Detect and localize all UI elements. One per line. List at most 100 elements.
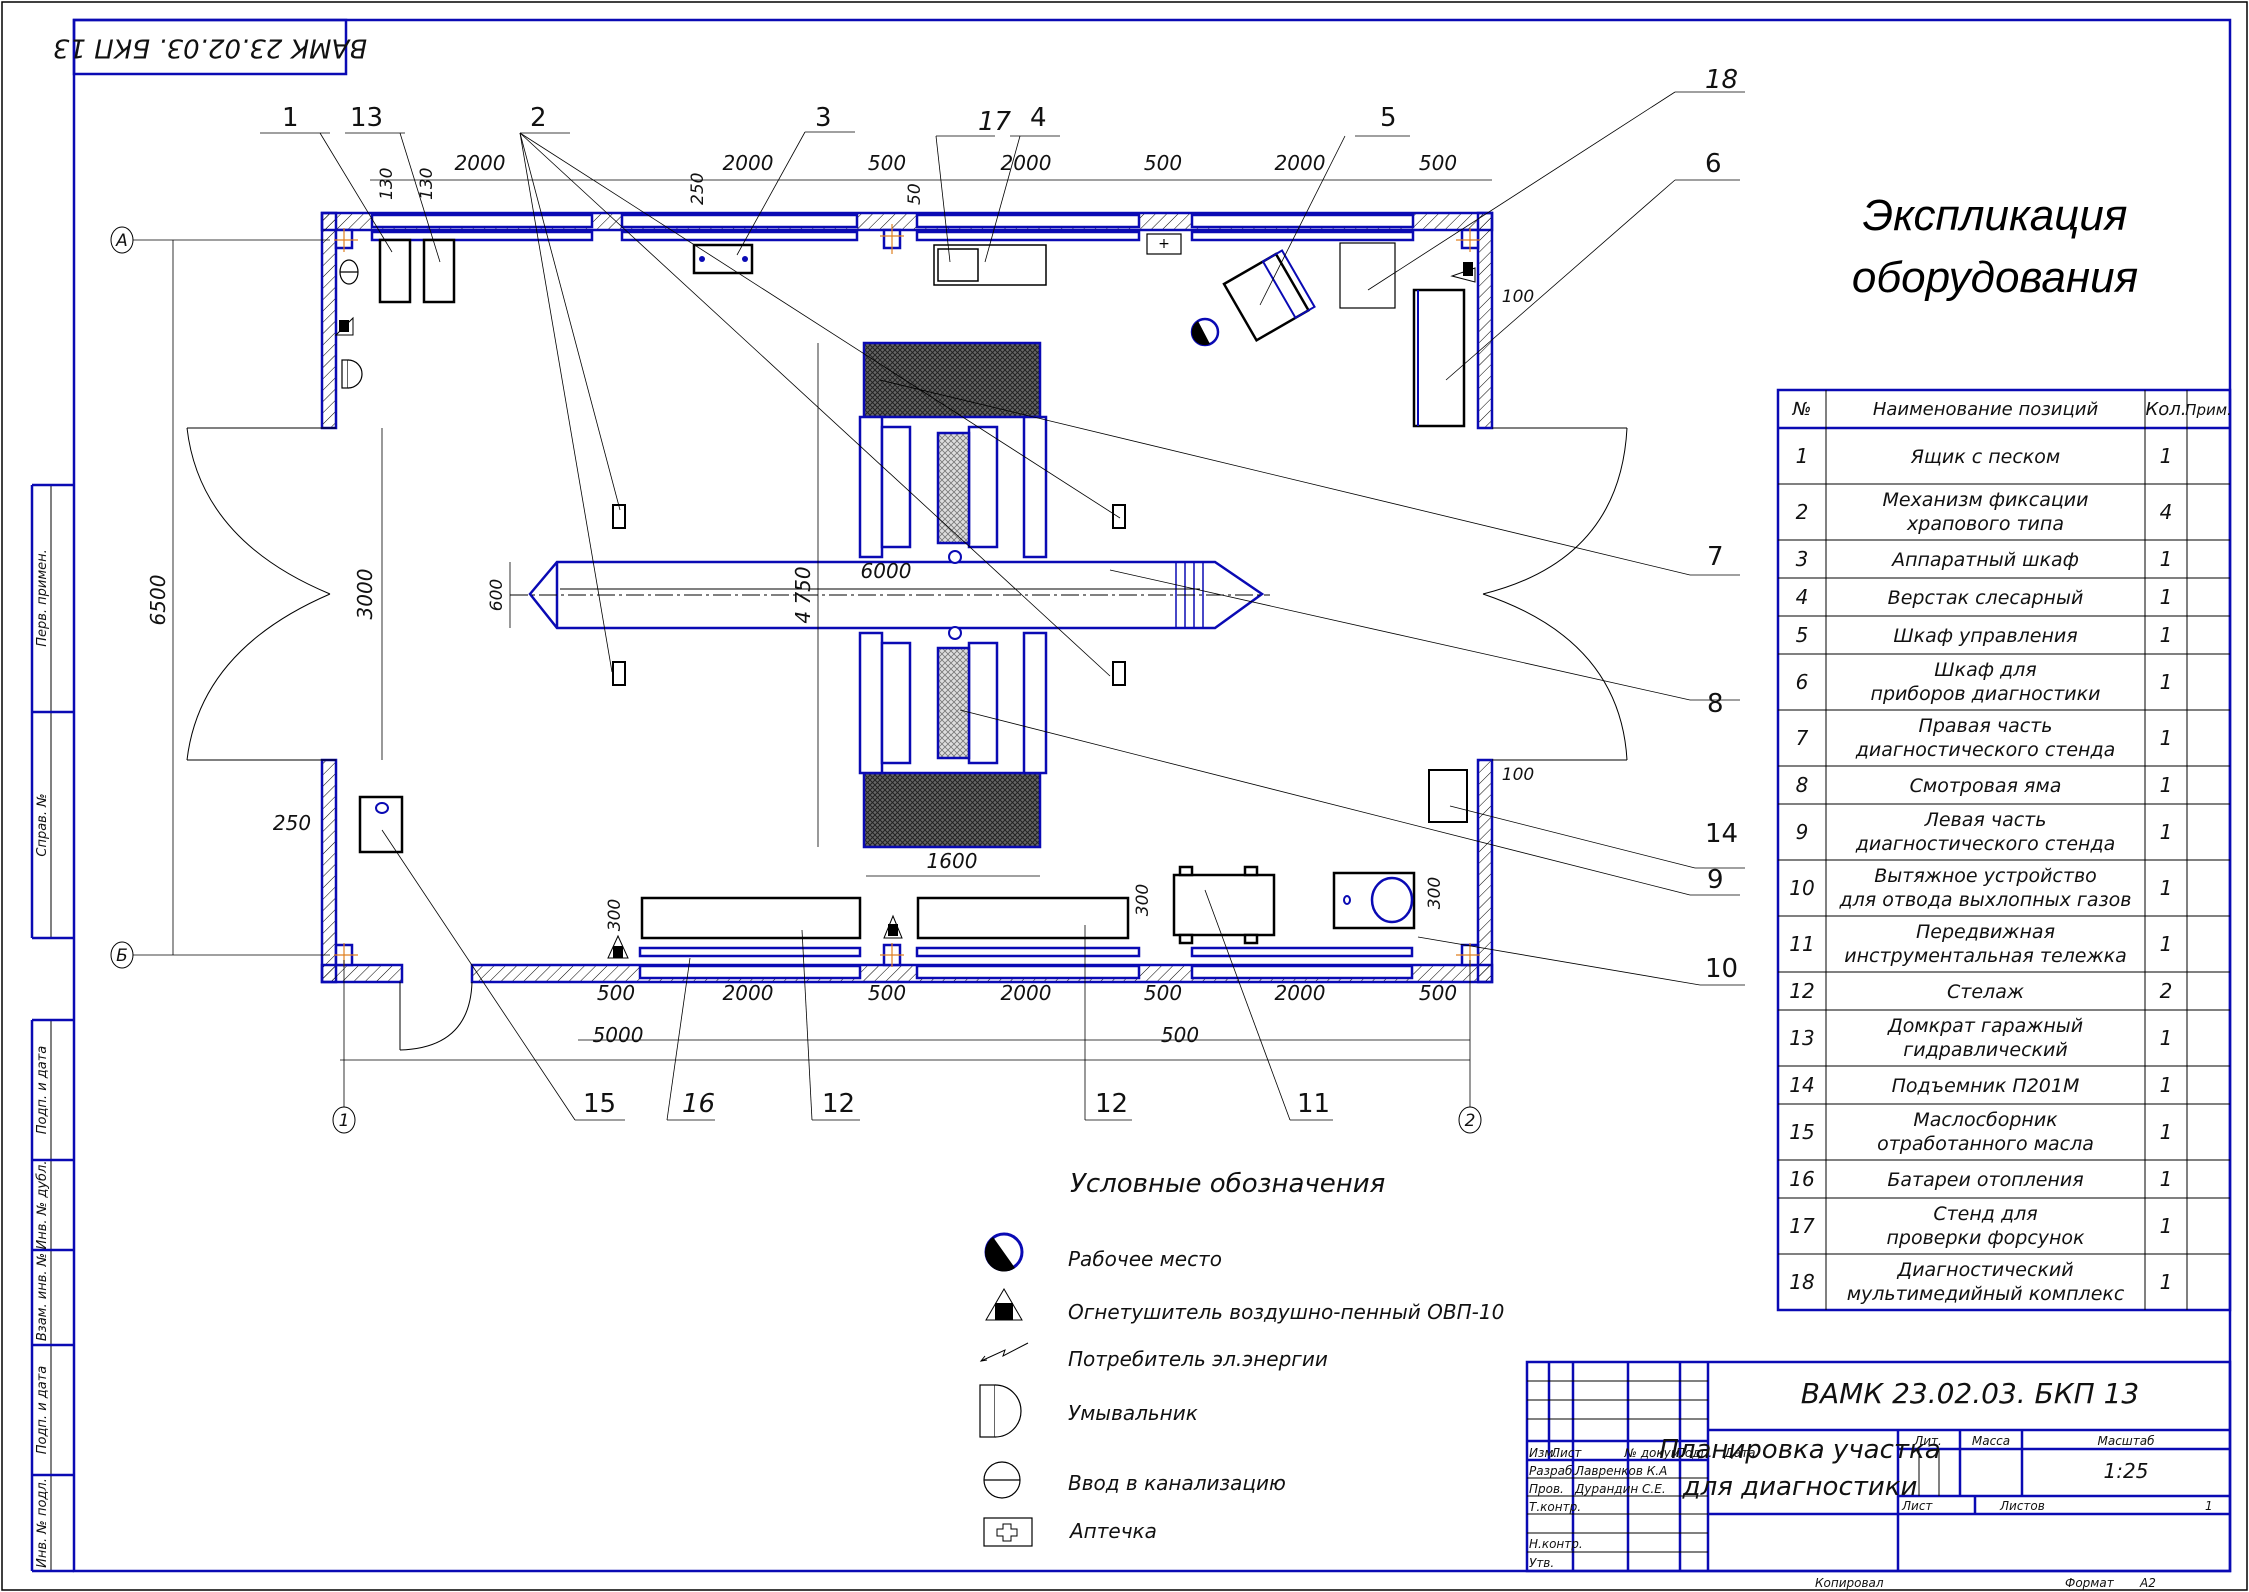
svg-text:для диагностики: для диагностики bbox=[1682, 1472, 1918, 1502]
table-header-qty: Кол. bbox=[2145, 399, 2186, 420]
row-qty: 1 bbox=[2160, 1120, 2173, 1144]
svg-text:6000: 6000 bbox=[861, 559, 912, 583]
row-number: 14 bbox=[1789, 1073, 1814, 1097]
row-number: 12 bbox=[1789, 979, 1814, 1003]
leader-lines bbox=[260, 91, 1745, 1121]
gate-left bbox=[186, 427, 336, 761]
title-block: ВАМК 23.02.03. БКП 13 Планировка участка… bbox=[1525, 1360, 2232, 1590]
ratchet-mechanisms bbox=[612, 504, 1126, 686]
row-name-line: Диагностический bbox=[1896, 1259, 2073, 1281]
row-name-line: мультимедийный комплекс bbox=[1847, 1283, 2125, 1305]
row-number: 10 bbox=[1789, 876, 1814, 900]
svg-text:2000: 2000 bbox=[455, 151, 506, 175]
row-number: 7 bbox=[1796, 726, 1809, 750]
svg-text:Т.контр.: Т.контр. bbox=[1529, 1500, 1581, 1514]
svg-text:1:25: 1:25 bbox=[2104, 1459, 2149, 1483]
svg-text:18: 18 bbox=[1705, 65, 1738, 95]
first-aid-icon bbox=[983, 1517, 1033, 1547]
row-name-line: проверки форсунок bbox=[1886, 1227, 2085, 1249]
workplace-icon bbox=[984, 1232, 1024, 1272]
hydraulic-jack bbox=[422, 238, 456, 304]
svg-text:№ докум.: № докум. bbox=[1623, 1446, 1683, 1460]
svg-text:500: 500 bbox=[1419, 151, 1457, 175]
exhaust-device bbox=[1332, 871, 1416, 930]
sand-box bbox=[378, 238, 412, 304]
svg-text:Подп.: Подп. bbox=[1676, 1446, 1712, 1460]
svg-text:5: 5 bbox=[1380, 103, 1397, 133]
svg-text:Аптечка: Аптечка bbox=[1068, 1519, 1157, 1543]
svg-text:Подп. и дата: Подп. и дата bbox=[35, 1046, 50, 1135]
svg-text:1: 1 bbox=[282, 103, 299, 133]
svg-text:500: 500 bbox=[868, 151, 906, 175]
row-qty: 1 bbox=[2160, 773, 2173, 797]
legend: Условные обозначения Рабочее место Огнет… bbox=[979, 1169, 1504, 1547]
table-header-num: № bbox=[1792, 399, 1812, 420]
row-name-line: Правая часть bbox=[1919, 715, 2053, 737]
row-name: Верстак слесарный bbox=[1888, 587, 2084, 609]
row-name-line: Маслосборник bbox=[1913, 1109, 2058, 1131]
row-name: Батареи отопления bbox=[1887, 1169, 2083, 1191]
washbasin-symbol bbox=[341, 359, 363, 389]
rotated-stamp: ВАМК 23.02.03. БКП 13 bbox=[53, 18, 367, 76]
svg-text:ВАМК 23.02.03. БКП 13: ВАМК 23.02.03. БКП 13 bbox=[1801, 1377, 2139, 1410]
svg-text:Потребитель эл.энергии: Потребитель эл.энергии bbox=[1068, 1347, 1328, 1371]
row-number: 8 bbox=[1796, 773, 1809, 797]
apparatus-cabinet bbox=[692, 243, 754, 275]
row-number: 9 bbox=[1796, 820, 1809, 844]
row-qty: 1 bbox=[2160, 623, 2173, 647]
svg-text:Масса: Масса bbox=[1972, 1434, 2010, 1448]
svg-text:Дата: Дата bbox=[1723, 1446, 1755, 1460]
svg-text:А: А bbox=[115, 231, 128, 251]
svg-text:14: 14 bbox=[1705, 819, 1738, 849]
svg-text:6: 6 bbox=[1705, 149, 1722, 179]
row-qty: 1 bbox=[2160, 1270, 2173, 1294]
svg-text:Разраб.: Разраб. bbox=[1529, 1464, 1576, 1478]
row-number: 11 bbox=[1789, 932, 1814, 956]
workbench bbox=[933, 244, 1047, 286]
table-header-name: Наименование позиций bbox=[1873, 399, 2099, 420]
row-name-line: Левая часть bbox=[1924, 809, 2047, 831]
row-name: Стелаж bbox=[1947, 981, 2024, 1003]
shelf-1 bbox=[640, 896, 862, 940]
row-number: 17 bbox=[1789, 1214, 1815, 1238]
svg-text:Лист: Лист bbox=[1901, 1499, 1933, 1513]
svg-text:2000: 2000 bbox=[723, 151, 774, 175]
row-qty: 1 bbox=[2160, 1167, 2173, 1191]
svg-text:3000: 3000 bbox=[353, 569, 377, 620]
dimension-lines bbox=[118, 179, 1492, 1108]
svg-text:500: 500 bbox=[1161, 1023, 1199, 1047]
svg-text:2000: 2000 bbox=[1275, 151, 1326, 175]
svg-text:Условные обозначения: Условные обозначения bbox=[1070, 1169, 1385, 1199]
svg-text:300: 300 bbox=[1425, 877, 1445, 909]
svg-text:2000: 2000 bbox=[1001, 151, 1052, 175]
sewer-inlet-icon bbox=[983, 1461, 1021, 1499]
svg-text:6500: 6500 bbox=[146, 575, 170, 626]
dimension-texts: 2000 2000 500 2000 500 2000 500 130 130 … bbox=[146, 151, 1534, 1047]
row-name-line: Механизм фиксации bbox=[1882, 489, 2088, 511]
svg-text:Инв. № дубл.: Инв. № дубл. bbox=[35, 1161, 50, 1250]
row-name-line: Шкаф для bbox=[1934, 659, 2036, 681]
row-name: Подъемник П201М bbox=[1892, 1075, 2080, 1097]
row-qty: 4 bbox=[2160, 500, 2173, 524]
svg-text:300: 300 bbox=[1133, 884, 1153, 916]
workplace-symbol bbox=[1190, 317, 1220, 347]
row-name: Шкаф управления bbox=[1893, 625, 2077, 647]
svg-text:Лавренков К.А: Лавренков К.А bbox=[1574, 1464, 1667, 1478]
row-number: 6 bbox=[1796, 670, 1809, 694]
row-qty: 1 bbox=[2160, 1073, 2173, 1097]
fire-extinguisher-icon bbox=[985, 1288, 1023, 1321]
control-cabinet bbox=[1222, 249, 1316, 343]
floor-plan: + bbox=[110, 65, 1745, 1134]
svg-text:500: 500 bbox=[1144, 981, 1182, 1005]
svg-text:7: 7 bbox=[1707, 542, 1724, 572]
svg-text:500: 500 bbox=[597, 981, 635, 1005]
svg-text:Н.контр.: Н.контр. bbox=[1529, 1537, 1583, 1551]
svg-text:2: 2 bbox=[1465, 1111, 1476, 1131]
svg-text:500: 500 bbox=[1419, 981, 1457, 1005]
lift-p201m bbox=[1428, 769, 1468, 823]
